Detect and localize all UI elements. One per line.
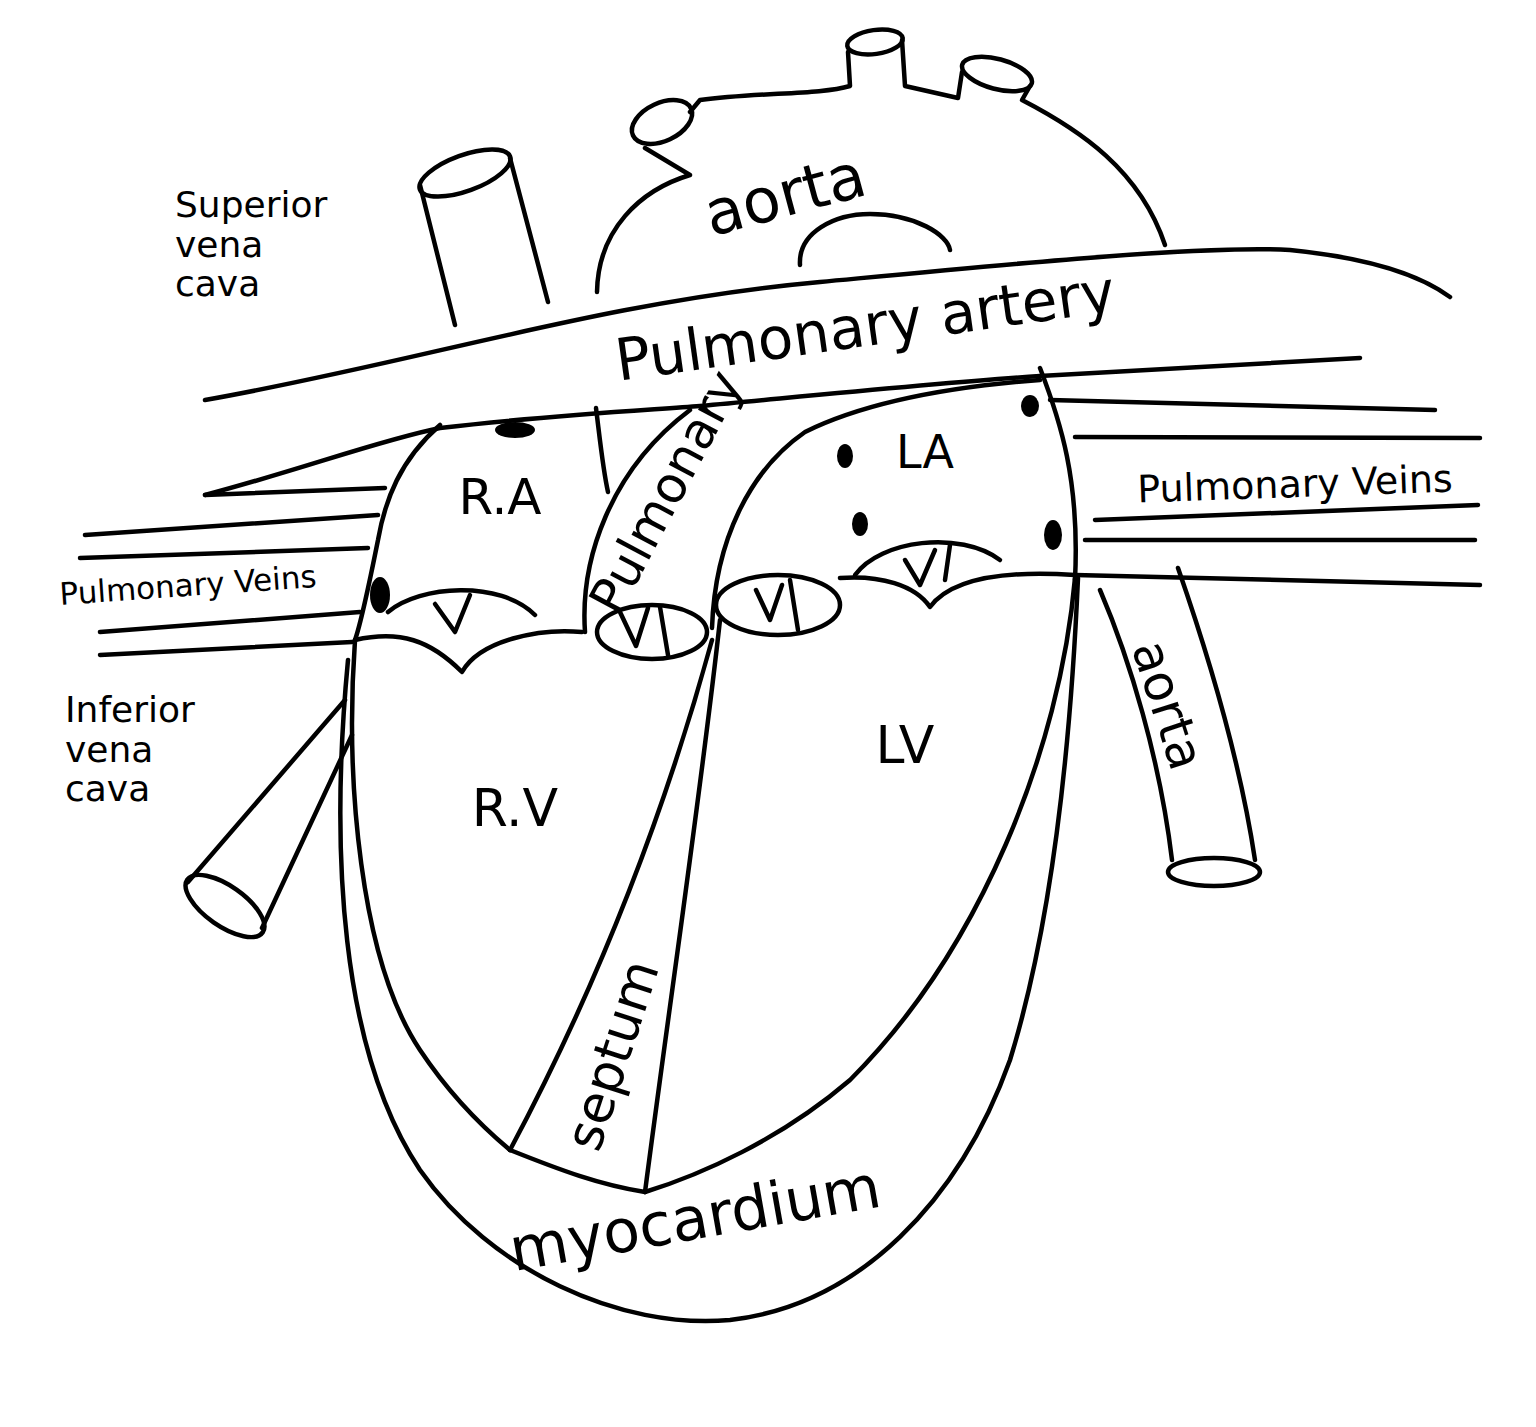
pulmonary-artery-wall xyxy=(712,380,1040,628)
aorta-outline xyxy=(902,40,962,98)
structure-label: Pulmonary Veins xyxy=(1137,459,1454,512)
atrium-wall xyxy=(596,408,608,492)
part-name: myocardium xyxy=(505,1156,885,1280)
structure-label: Inferior vena cava xyxy=(65,690,230,809)
vessel-name: aorta xyxy=(698,144,872,246)
pulmonary-vein-wall xyxy=(85,515,378,535)
vena-cava-opening xyxy=(414,140,517,207)
pulmonary-vein-wall xyxy=(1075,575,1480,585)
aorta-region: aorta xyxy=(1100,580,1260,870)
vena-cava-wall xyxy=(420,185,455,325)
valve xyxy=(945,545,950,580)
pulmonary-artery-region: Pulmonary arteryPulmonary xyxy=(540,270,1220,630)
septum-wall xyxy=(645,620,720,1192)
atrium-wall xyxy=(1040,368,1076,580)
aorta-region: aorta xyxy=(600,90,1160,290)
valve xyxy=(355,631,582,672)
aorta-outline xyxy=(1022,86,1165,245)
valve xyxy=(660,607,668,655)
structure-label: Pulmonary Veins xyxy=(58,559,317,611)
ventricle-wall xyxy=(510,1150,645,1192)
pulmonary-vein-wall xyxy=(1075,437,1480,438)
chamber-name: R.A xyxy=(458,472,541,522)
chamber-region: LV xyxy=(720,600,1070,1150)
chamber-name: R.V xyxy=(472,782,558,834)
chamber-region: R.A xyxy=(380,425,600,625)
septum-region: septum xyxy=(520,640,720,1190)
vena-cava-wall xyxy=(262,735,352,928)
part-name: septum xyxy=(557,954,667,1157)
vena-cava-wall xyxy=(188,700,345,882)
vessel-name: Pulmonary xyxy=(581,363,750,622)
aorta-branch xyxy=(958,50,1035,98)
structure-label: Superior vena cava xyxy=(175,185,355,304)
pulmonary-vein-wall xyxy=(100,642,352,655)
vessel-opening xyxy=(852,512,868,536)
valve xyxy=(905,550,935,585)
vessel-opening xyxy=(1021,395,1039,417)
valve xyxy=(840,574,1075,607)
pulmonary-vein-wall xyxy=(1050,400,1435,410)
valve xyxy=(756,585,782,620)
myocardium-region: myocardium xyxy=(340,640,1080,1330)
chamber-region: R.V xyxy=(360,650,690,1130)
aorta-opening xyxy=(1168,858,1260,886)
myocardium-outline xyxy=(340,578,1078,1321)
pulmonary-vein-wall xyxy=(1085,538,1475,543)
chamber-name: LA xyxy=(896,429,954,475)
ventricle-wall xyxy=(645,578,1075,1192)
valve xyxy=(716,575,840,635)
pulmonary-vein-wall xyxy=(205,488,385,495)
valve xyxy=(435,595,470,632)
aorta-outline xyxy=(690,52,850,112)
vessel-opening xyxy=(370,577,390,613)
aorta-inner-arch xyxy=(800,214,950,265)
vena-cava-wall xyxy=(510,158,548,302)
pulmonary-artery-wall xyxy=(205,249,1450,400)
aorta-branch xyxy=(625,91,699,152)
vessel-opening xyxy=(1044,520,1062,550)
vessel-opening xyxy=(837,444,853,468)
vena-cava-opening xyxy=(176,863,274,949)
chamber-name: LV xyxy=(876,719,935,771)
pulmonary-vein-wall xyxy=(80,548,368,558)
vessel-opening xyxy=(495,422,535,438)
chamber-region: LA xyxy=(740,400,1070,570)
valve xyxy=(790,580,798,630)
aorta-branch xyxy=(846,26,905,58)
aorta-outline xyxy=(597,148,690,292)
vessel-name: Pulmonary artery xyxy=(612,262,1119,390)
vessel-name: aorta xyxy=(1124,634,1212,775)
pulmonary-vein-wall xyxy=(100,612,360,632)
